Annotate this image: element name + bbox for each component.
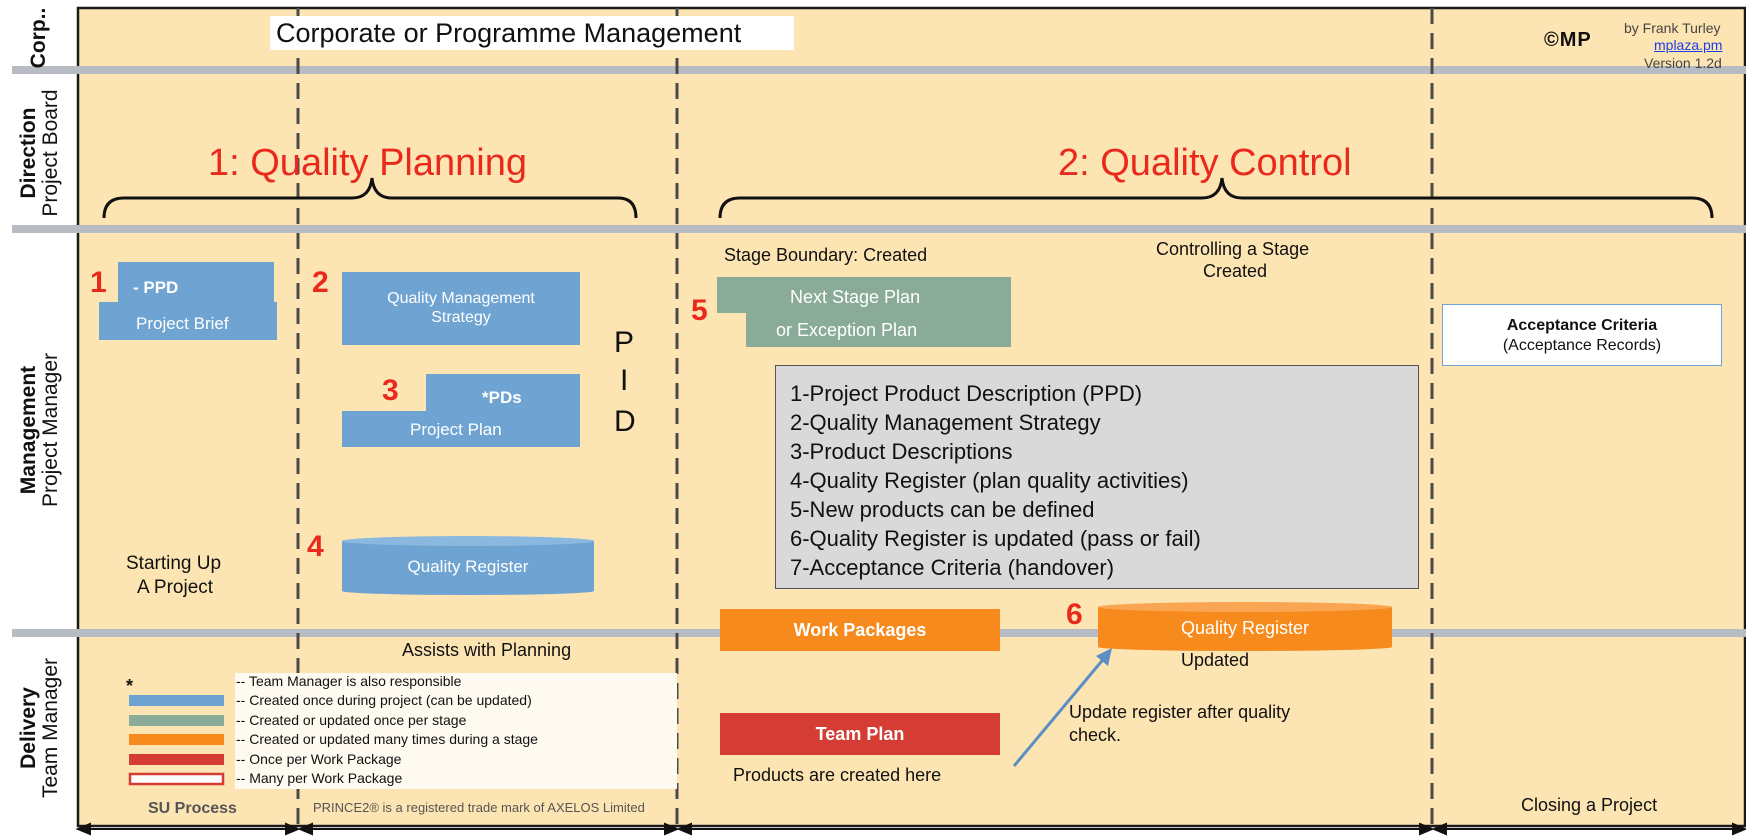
project-plan-block: [342, 411, 580, 447]
control-brace: [718, 177, 1714, 219]
next-stage-plan-label: Next Stage Plan: [790, 287, 921, 307]
assists-planning-label: Assists with Planning: [402, 640, 572, 660]
team-plan-label: Team Plan: [815, 723, 905, 744]
pds-label: *PDs: [482, 388, 522, 407]
project-plan-label: Project Plan: [410, 420, 502, 439]
legend-item-team-manager: -- Team Manager is also responsible: [236, 673, 462, 689]
pid-letter-d: D: [614, 405, 636, 438]
updated-label: Updated: [1181, 650, 1250, 670]
legend-item-orange: -- Created or updated many times during …: [236, 731, 538, 747]
diagram-border: [76, 6, 1746, 828]
version-label: Version 1.2d: [1644, 55, 1722, 71]
lane-label-corp-title: Corp..: [27, 7, 50, 69]
step-number-4: 4: [307, 530, 324, 563]
pid-letter-p: P: [614, 326, 635, 359]
lane-label-delivery-sub: Team Manager: [39, 657, 63, 799]
work-packages-label: Work Packages: [793, 619, 927, 640]
lane-label-management-sub: Project Manager: [39, 352, 63, 508]
quality-management-strategy-block: Quality Management Strategy: [342, 272, 580, 345]
lane-label-management-title: Management: [17, 365, 40, 495]
quality-register-planning: Quality Register: [342, 544, 594, 590]
logo-text: ©MP: [1544, 28, 1592, 51]
quality-register-updated-label: Quality Register: [1180, 617, 1310, 638]
lane-divider-direction: [12, 225, 1746, 233]
closing-project-label: Closing a Project: [1521, 795, 1658, 815]
exception-plan-label: or Exception Plan: [776, 320, 918, 340]
qms-label: Quality Management Strategy: [387, 290, 535, 326]
legend-item-blue: -- Created once during project (can be u…: [236, 692, 532, 708]
step-number-3: 3: [382, 374, 399, 407]
lane-label-corp: Corp..: [27, 0, 56, 88]
summary-item-2: 2-Quality Management Strategy: [790, 410, 1101, 435]
summary-item-4: 4-Quality Register (plan quality activit…: [790, 468, 1189, 493]
step-number-5: 5: [691, 294, 708, 327]
corporate-title: Corporate or Programme Management: [276, 18, 742, 48]
quality-register-planning-label: Quality Register: [407, 557, 529, 576]
pid-letter-i: I: [620, 364, 629, 397]
starting-up-label: Starting Up: [126, 553, 222, 574]
project-brief-block: [99, 302, 277, 340]
stage-boundary-label: Stage Boundary: Created: [724, 245, 928, 265]
acceptance-criteria-title: Acceptance Criteria: [1506, 317, 1658, 334]
next-stage-plan-block: [717, 277, 1011, 313]
legend-item-red-outline: -- Many per Work Package: [236, 770, 403, 786]
controlling-created-label: Created: [1203, 261, 1268, 281]
update-note-line-2: check.: [1069, 725, 1122, 745]
summary-item-3: 3-Product Descriptions: [790, 439, 1013, 464]
ppd-label: - PPD: [133, 278, 179, 297]
team-plan-block: Team Plan: [720, 713, 1000, 755]
process-timeline: [75, 822, 1746, 836]
lane-label-direction-sub: Project Board: [39, 89, 63, 217]
lane-label-direction: Direction Project Board: [17, 78, 68, 228]
summary-box: [775, 365, 1419, 589]
step-number-1: 1: [90, 266, 107, 299]
su-process-label: SU Process: [148, 800, 237, 817]
lane-label-delivery: Delivery Team Manager: [17, 643, 68, 813]
lane-label-direction-title: Direction: [17, 107, 40, 199]
acceptance-criteria-box: Acceptance Criteria (Acceptance Records): [1442, 304, 1722, 366]
a-project-label: A Project: [137, 577, 214, 598]
phase-title-planning: 1: Quality Planning: [208, 142, 527, 184]
summary-item-5: 5-New products can be defined: [790, 497, 1095, 522]
step-number-6: 6: [1066, 598, 1083, 631]
corporate-title-box: [270, 16, 794, 50]
mplaza-link[interactable]: mplaza.pm: [1654, 37, 1723, 53]
phase-title-control: 2: Quality Control: [1058, 142, 1352, 184]
pds-block: [426, 374, 580, 412]
products-created-label: Products are created here: [733, 765, 942, 785]
project-brief-label: Project Brief: [136, 314, 229, 333]
legend-item-green: -- Created or updated once per stage: [236, 712, 467, 728]
legend-panel: [235, 673, 677, 789]
lane-label-delivery-title: Delivery: [17, 687, 40, 769]
cc-mp-logo: ©MP: [1544, 28, 1592, 52]
author-credit: by Frank Turley: [1624, 20, 1721, 36]
update-note-line-1: Update register after quality: [1069, 702, 1291, 722]
quality-register-cylinder-shape: [342, 536, 594, 595]
quality-register-updated: Quality Register: [1098, 608, 1392, 648]
update-arrow: [1012, 648, 1112, 767]
exception-plan-block: [746, 313, 1011, 347]
acceptance-criteria-sub: (Acceptance Records): [1502, 337, 1662, 354]
lane-divider-corp: [12, 66, 1746, 74]
summary-item-7: 7-Acceptance Criteria (handover): [790, 555, 1115, 580]
work-packages-block: Work Packages: [720, 609, 1000, 651]
summary-item-6: 6-Quality Register is updated (pass or f…: [790, 526, 1201, 551]
summary-item-1: 1-Project Product Description (PPD): [790, 381, 1143, 406]
ppd-block: [118, 262, 274, 302]
legend-swatches: [128, 695, 225, 786]
legend-item-red: -- Once per Work Package: [236, 751, 402, 767]
planning-brace: [102, 177, 638, 219]
controlling-stage-label: Controlling a Stage: [1156, 239, 1310, 259]
trademark-notice: PRINCE2® is a registered trade mark of A…: [313, 800, 645, 815]
updated-register-cylinder-shape: [1098, 602, 1392, 651]
step-number-2: 2: [312, 266, 329, 299]
lane-label-management: Management Project Manager: [17, 330, 68, 530]
legend-star: *: [126, 676, 134, 696]
